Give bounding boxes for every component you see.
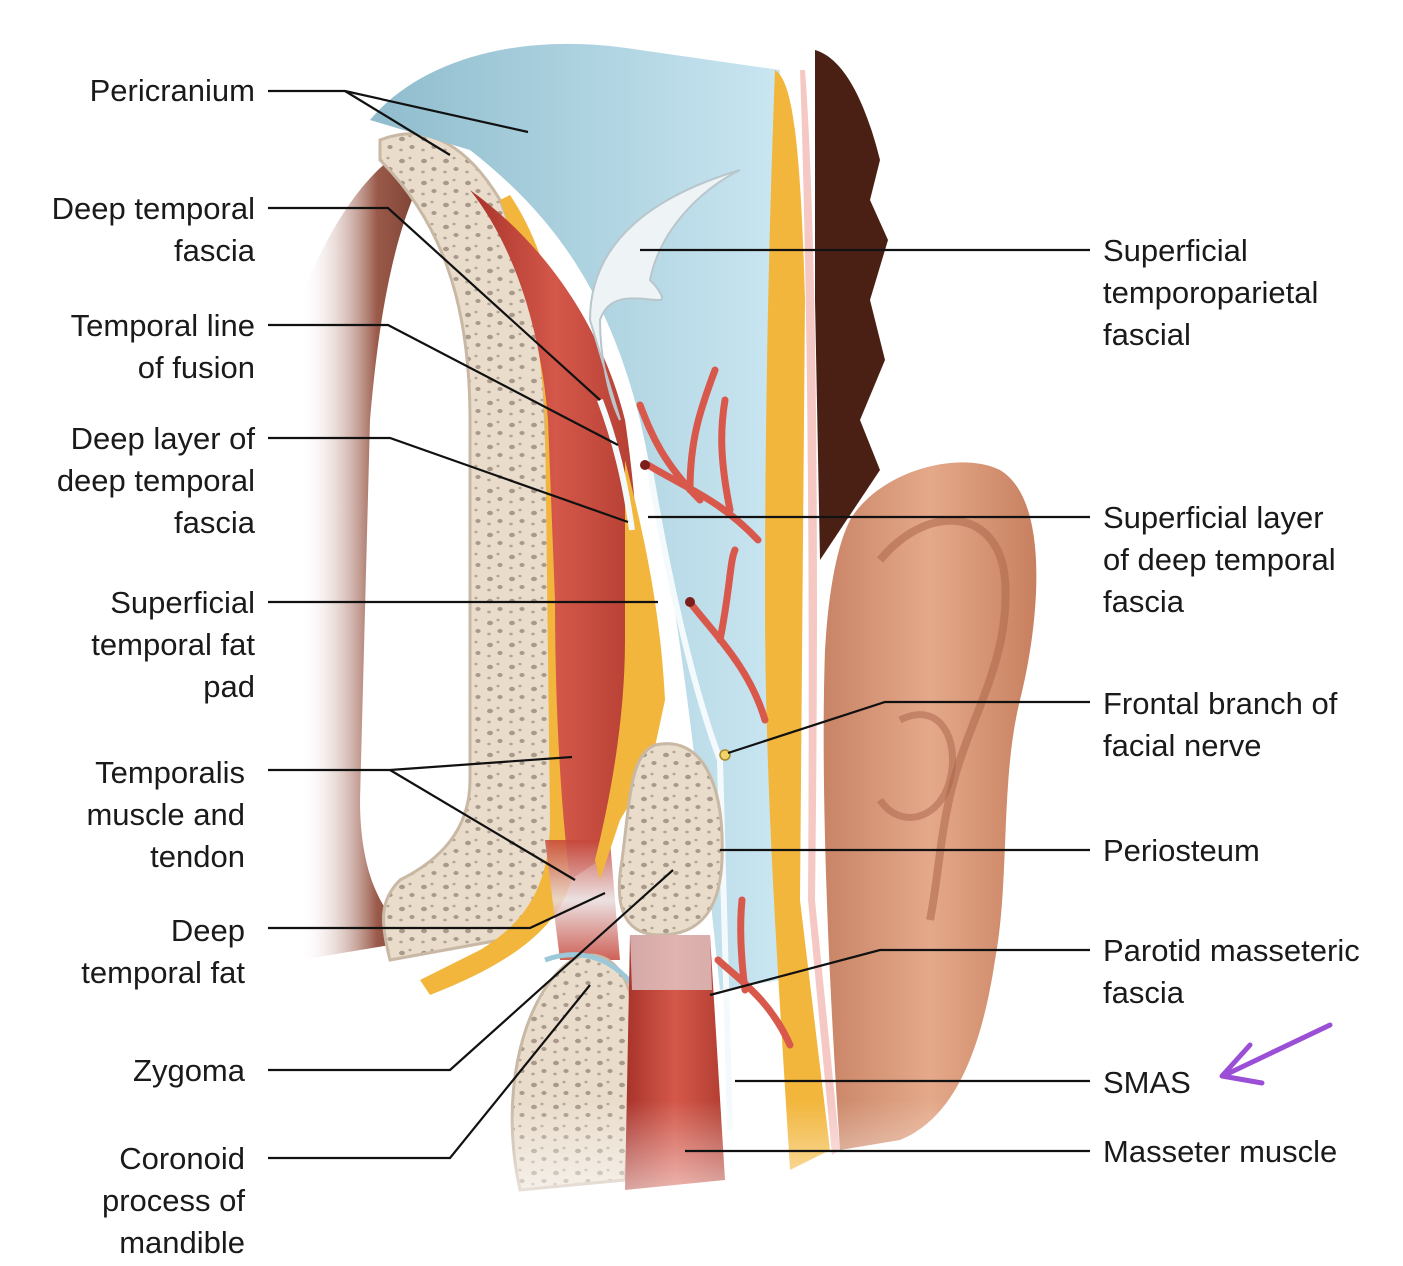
label-line: Temporalis <box>86 752 245 794</box>
annotation-arrow <box>1222 1025 1330 1083</box>
label-line: Superficial <box>1103 230 1318 272</box>
label-line: fascia <box>1103 581 1336 623</box>
label-line: deep temporal <box>57 460 255 502</box>
label-line: Periosteum <box>1103 830 1260 872</box>
label-line: Frontal branch of <box>1103 683 1337 725</box>
zygoma-bone <box>619 744 722 935</box>
label-line: Temporal line <box>71 305 255 347</box>
label-line: temporal fat <box>91 624 255 666</box>
label-line: process of <box>102 1180 245 1222</box>
label-line: of deep temporal <box>1103 539 1336 581</box>
label-line: Parotid masseteric <box>1103 930 1360 972</box>
label-superficial-temporoparietal-fascial: Superficial temporoparietal fascial <box>1103 230 1318 356</box>
label-superficial-layer-of-deep-temporal-fascia: Superficial layer of deep temporal fasci… <box>1103 497 1336 623</box>
label-line: of fusion <box>71 347 255 389</box>
label-pericranium: Pericranium <box>90 70 255 112</box>
label-zygoma: Zygoma <box>133 1050 245 1092</box>
label-line: temporoparietal <box>1103 272 1318 314</box>
vessel-dot <box>640 460 650 470</box>
label-deep-layer-of-deep-temporal-fascia: Deep layer of deep temporal fascia <box>57 418 255 544</box>
label-line: muscle and <box>86 794 245 836</box>
label-line: Zygoma <box>133 1050 245 1092</box>
label-line: Deep <box>81 910 245 952</box>
label-deep-temporal-fat: Deep temporal fat <box>81 910 245 994</box>
label-coronoid-process-of-mandible: Coronoid process of mandible <box>102 1138 245 1264</box>
label-superficial-temporal-fat-pad: Superficial temporal fat pad <box>91 582 255 708</box>
label-line: fascial <box>1103 314 1318 356</box>
label-line: fascia <box>52 230 255 272</box>
label-line: Pericranium <box>90 70 255 112</box>
facial-nerve-dot <box>720 750 730 760</box>
label-line: mandible <box>102 1222 245 1264</box>
label-line: Masseter muscle <box>1103 1131 1337 1173</box>
label-line: facial nerve <box>1103 725 1337 767</box>
label-line: tendon <box>86 836 245 878</box>
hair <box>815 50 888 560</box>
label-line: Deep layer of <box>57 418 255 460</box>
label-line: SMAS <box>1103 1062 1191 1104</box>
label-line: pad <box>91 666 255 708</box>
label-line: fascia <box>57 502 255 544</box>
label-line: Deep temporal <box>52 188 255 230</box>
label-deep-temporal-fascia: Deep temporal fascia <box>52 188 255 272</box>
label-line: fascia <box>1103 972 1360 1014</box>
cranial-cavity <box>300 140 440 960</box>
label-line: Superficial <box>91 582 255 624</box>
bottom-fade <box>300 1100 1100 1261</box>
masseter-tendon <box>630 935 712 990</box>
label-frontal-branch-of-facial-nerve: Frontal branch of facial nerve <box>1103 683 1337 767</box>
label-masseter-muscle: Masseter muscle <box>1103 1131 1337 1173</box>
label-line: Superficial layer <box>1103 497 1336 539</box>
label-smas: SMAS <box>1103 1062 1191 1104</box>
temporalis-tendon <box>545 840 620 960</box>
label-parotid-masseteric-fascia: Parotid masseteric fascia <box>1103 930 1360 1014</box>
label-temporal-line-of-fusion: Temporal line of fusion <box>71 305 255 389</box>
label-line: Coronoid <box>102 1138 245 1180</box>
label-periosteum: Periosteum <box>1103 830 1260 872</box>
label-line: temporal fat <box>81 952 245 994</box>
vessel-dot <box>685 597 695 607</box>
label-temporalis-muscle-and-tendon: Temporalis muscle and tendon <box>86 752 245 878</box>
